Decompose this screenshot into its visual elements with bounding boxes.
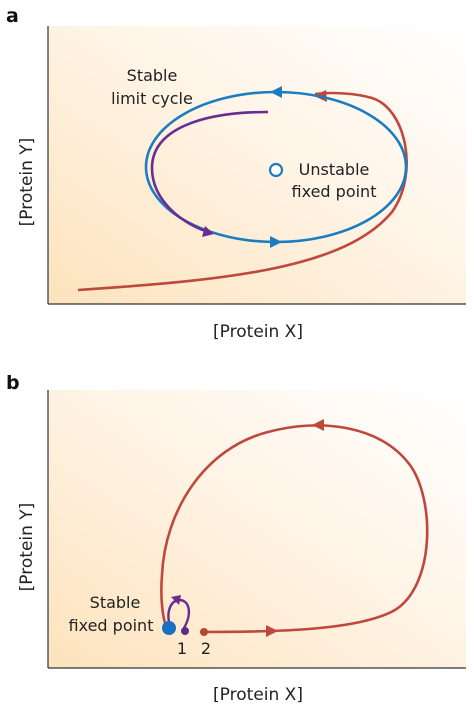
panel-b-letter: b xyxy=(6,372,20,394)
panel-b-point-1-label: 1 xyxy=(177,639,187,658)
panel-b-y-label: [Protein Y] xyxy=(17,503,37,592)
panel-a-fixed-point-label-2: fixed point xyxy=(292,182,377,201)
panel-a: a [Protein X] [Protein Y] Stable limit c… xyxy=(6,5,466,342)
panel-b-point-2 xyxy=(200,628,208,636)
panel-a-limit-cycle-label-2: limit cycle xyxy=(111,89,193,108)
panel-b-red-trajectory xyxy=(160,424,429,634)
panel-a-y-label: [Protein Y] xyxy=(17,138,37,227)
panel-b-red-arrow-bottom xyxy=(266,625,278,637)
panel-b-stable-fixed-point xyxy=(162,621,176,635)
panel-b-point-1 xyxy=(181,627,189,635)
panel-a-red-trajectory xyxy=(77,91,408,292)
panel-a-purple-arrowhead xyxy=(202,226,214,237)
panel-a-purple-trajectory xyxy=(150,110,269,235)
panel-a-x-label: [Protein X] xyxy=(213,322,303,342)
panel-b-x-label: [Protein X] xyxy=(213,685,303,705)
panel-a-limit-cycle-label-1: Stable xyxy=(127,66,178,85)
panel-a-fixed-point-label-1: Unstable xyxy=(299,160,370,179)
panel-a-unstable-fixed-point xyxy=(268,162,284,178)
panel-b-point-2-label: 2 xyxy=(201,639,211,658)
panel-a-limit-cycle-arrow-bottom xyxy=(270,236,282,248)
panel-b-purple-arrowhead xyxy=(171,595,181,605)
panel-a-background xyxy=(48,26,466,304)
panel-a-letter: a xyxy=(6,5,19,27)
panel-b-red-arrow-top xyxy=(312,419,324,431)
panel-b-fixed-point-label-2: fixed point xyxy=(69,616,154,635)
panel-b-fixed-point-label-1: Stable xyxy=(90,593,141,612)
panel-a-limit-cycle-arrow-top xyxy=(270,86,282,98)
panel-b: b [Protein X] [Protein Y] Stable fixed p… xyxy=(6,372,466,705)
